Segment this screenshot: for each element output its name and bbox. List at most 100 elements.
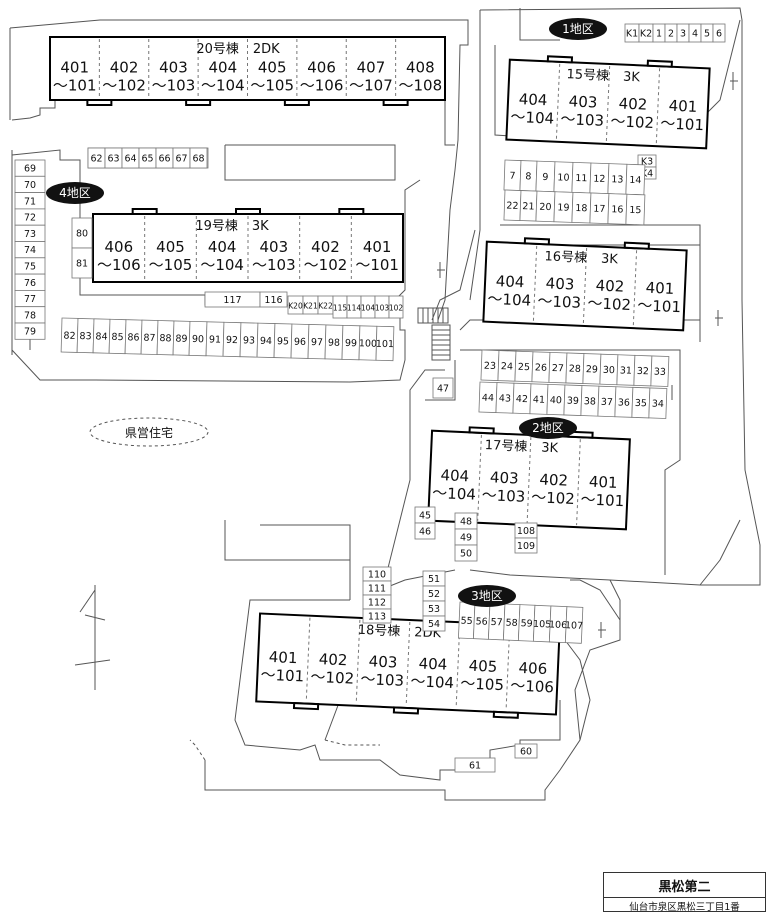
unit-range: 403～103 — [537, 274, 582, 312]
parking-number: K20 — [288, 302, 303, 311]
parking-row: 60 — [514, 743, 538, 759]
parking-number: 50 — [460, 549, 472, 560]
parking-number: 13 — [611, 174, 623, 185]
parking-number: 108 — [517, 526, 535, 537]
entrance-mark — [523, 237, 551, 246]
parking-number: 11 — [575, 173, 587, 184]
parking-number: 53 — [428, 604, 440, 615]
parking-number: 22 — [506, 201, 518, 212]
building-name: 19号棟 — [195, 219, 238, 234]
parking-number: 26 — [535, 362, 547, 373]
district-badge-shape — [46, 182, 104, 204]
parking-number: 57 — [490, 617, 503, 629]
complex-title: 黒松第二 — [658, 880, 711, 895]
parking-number: K1 — [626, 29, 638, 40]
parking-number: 43 — [499, 393, 511, 404]
parking-number: 6 — [716, 29, 722, 40]
parking-number: 41 — [533, 394, 545, 405]
unit-divider — [526, 437, 532, 523]
district-label: 3地区 — [471, 589, 503, 603]
parking-number: 82 — [63, 331, 75, 342]
unit-type: 3K — [601, 252, 619, 268]
parking-space — [650, 355, 670, 387]
unit-divider — [582, 248, 588, 324]
parking-number: K22 — [318, 302, 333, 311]
unit-divider — [355, 619, 361, 704]
building-header: 16号棟 3K — [544, 249, 618, 267]
complex-address: 仙台市泉区黒松三丁目1番 — [629, 902, 740, 913]
entrance-mark — [86, 99, 113, 106]
parking-number: 69 — [24, 164, 36, 175]
unit-range: 404～104 — [432, 466, 477, 504]
parking-number: 106 — [549, 619, 568, 631]
title-box: 黒松第二 仙台市泉区黒松三丁目1番 — [603, 872, 766, 913]
unit-divider — [305, 617, 311, 702]
parking-space — [514, 537, 538, 554]
parking-number: 21 — [522, 201, 534, 212]
parking-number: 97 — [311, 337, 323, 348]
parking-number: 99 — [345, 338, 357, 349]
parking-number: 100 — [359, 338, 377, 349]
unit-range: 404～104 — [200, 238, 244, 274]
unit-type: 3K — [623, 70, 641, 86]
parking-number: 62 — [90, 154, 102, 165]
building-name: 17号棟 — [484, 438, 527, 455]
parking-number: 113 — [368, 612, 386, 623]
unit-range: 402～102 — [531, 470, 576, 508]
parking-number: 3 — [680, 29, 686, 40]
parking-number: 35 — [635, 398, 647, 409]
parking-space — [712, 23, 726, 43]
parking-number: 29 — [586, 364, 598, 375]
parking-number: 49 — [460, 533, 472, 544]
parking-number: 32 — [637, 366, 649, 377]
title-separator — [604, 897, 765, 898]
parking-number: 44 — [482, 393, 494, 404]
parking-number: 64 — [124, 154, 136, 165]
unit-type: 2DK — [253, 42, 280, 57]
building-name: 16号棟 — [544, 249, 587, 266]
unit-range: 408～108 — [398, 59, 442, 95]
unit-range: 405～105 — [250, 59, 294, 95]
parking-number: 20 — [539, 202, 551, 213]
parking-space — [14, 322, 46, 340]
parking-number: 28 — [569, 364, 581, 375]
parking-number: 18 — [575, 203, 587, 214]
entrance-mark — [392, 706, 420, 715]
parking-number: 81 — [76, 259, 88, 270]
parking-number: 19 — [557, 202, 569, 213]
parking-number: 76 — [24, 278, 36, 289]
parking-number: 83 — [79, 331, 91, 342]
parking-number: 73 — [24, 229, 36, 240]
parking-number: 61 — [469, 761, 481, 772]
parking-number: 60 — [520, 747, 532, 758]
parking-number: 77 — [24, 294, 36, 305]
unit-range: 405～105 — [460, 656, 505, 694]
parking-number: 23 — [484, 361, 496, 372]
parking-number: K4 — [641, 169, 653, 180]
parking-number: 55 — [460, 616, 473, 628]
parking-number: 104 — [361, 304, 376, 313]
unit-range: 401～101 — [260, 648, 305, 686]
district-badge-shape — [458, 585, 516, 607]
parking-number: 116 — [264, 295, 282, 306]
unit-range: 402～102 — [102, 59, 146, 95]
parking-number: 86 — [127, 332, 139, 343]
parking-number: 110 — [368, 570, 386, 581]
unit-range: 404～104 — [487, 272, 532, 310]
parking-number: 59 — [520, 618, 533, 630]
parking-space — [388, 295, 404, 319]
